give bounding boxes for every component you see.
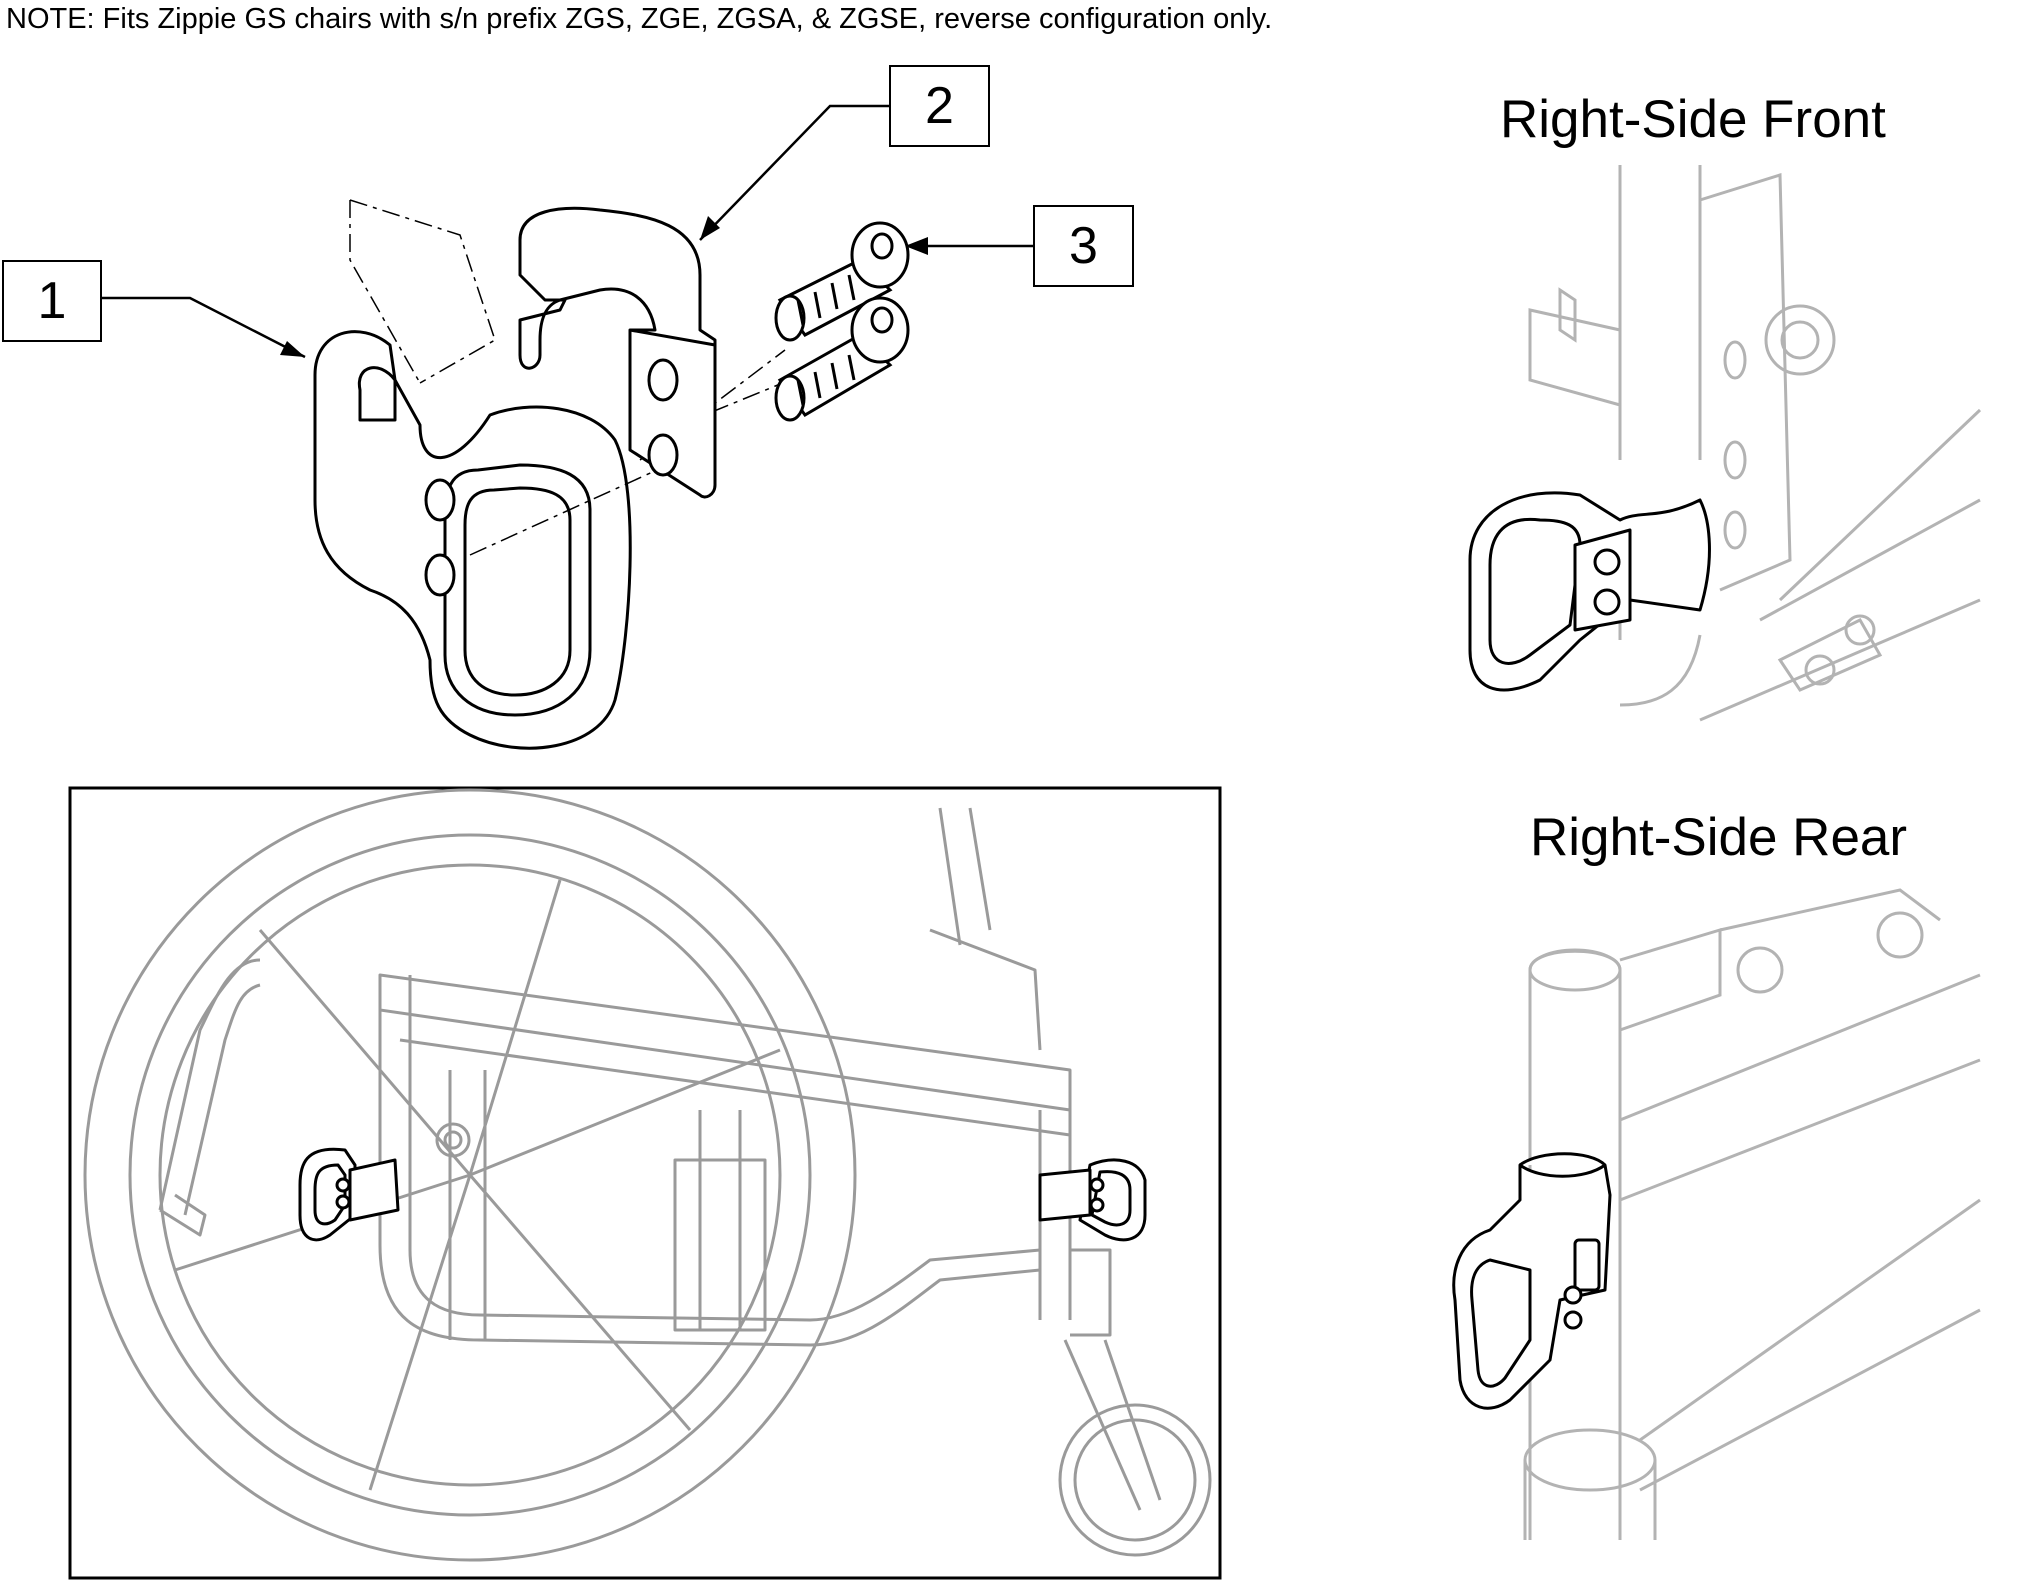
callout-1: 1 [2,260,102,342]
callout-2: 2 [889,65,990,147]
rear-view-handle [1452,1152,1612,1410]
fitment-note: NOTE: Fits Zippie GS chairs with s/n pre… [6,3,1273,35]
overview-handle-right [1038,1158,1147,1242]
overview-wheel-ghost [83,788,857,1562]
rear-view-frame-ghost [1523,888,1981,1540]
overview-frame [68,786,1222,1580]
part-1-dash-guides [349,199,791,556]
callout-3: 3 [1033,205,1134,287]
part-2-clamp [518,206,717,499]
screw-upper [774,221,910,342]
overview-handle-left [298,1147,400,1242]
front-view-handle [1468,491,1711,692]
front-view-frame-ghost [1528,165,1982,722]
right-side-rear-title: Right-Side Rear [1530,808,1908,867]
leader-arrowheads [280,216,928,357]
part-3-screws [774,221,910,422]
part-1-handle-bracket [313,330,632,750]
screw-lower [774,296,910,422]
right-side-front-title: Right-Side Front [1500,90,1886,149]
